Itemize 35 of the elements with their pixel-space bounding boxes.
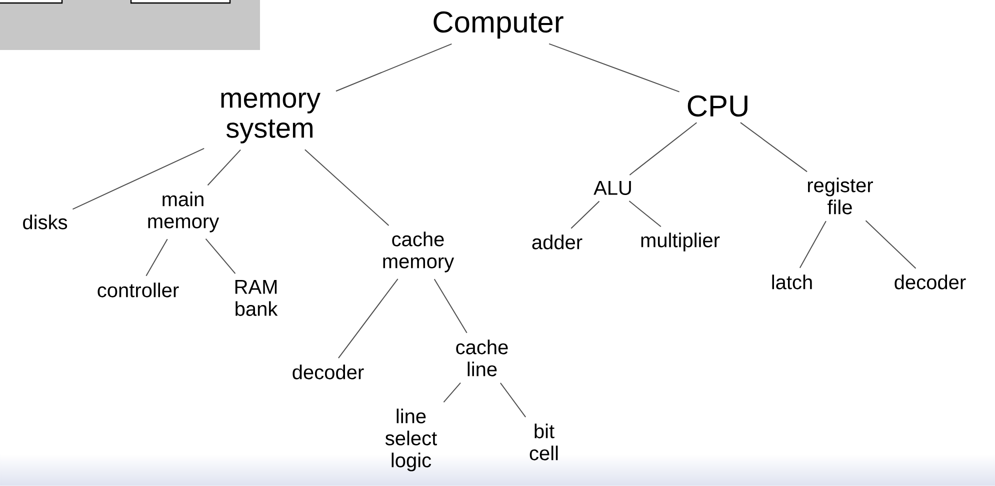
node-label: memory system [221, 92, 320, 144]
tree-line [865, 220, 916, 269]
tree-line [740, 122, 808, 172]
node-label: CPU [688, 95, 748, 117]
node-label: bit cell [530, 424, 558, 460]
tree-line [304, 149, 390, 226]
node-label: decoder [292, 364, 364, 380]
node-label: disks [23, 214, 68, 230]
tree-line [434, 278, 468, 334]
node-label: register file [808, 178, 873, 214]
node-label: main memory [148, 192, 220, 232]
node-label: adder [532, 234, 582, 250]
node-label: RAM bank [235, 280, 278, 316]
node-label: decoder [894, 274, 966, 290]
tree-line [548, 43, 680, 92]
tree-line [628, 200, 662, 228]
node-label: latch [772, 274, 812, 290]
tree-line [629, 122, 698, 176]
node-label: line select logic [385, 408, 437, 472]
tree-line [338, 278, 398, 359]
node-label: cache memory [383, 232, 454, 272]
tree-line [570, 200, 600, 229]
node-label: ALU [594, 181, 631, 195]
node-label: controller [98, 282, 179, 298]
node-label: multiplier [641, 232, 720, 252]
tree-line [146, 238, 168, 276]
node-label: cache line [456, 340, 508, 376]
tree-line [207, 149, 242, 186]
tree-line [72, 148, 205, 210]
tree-line [443, 382, 462, 403]
node-label: Computer [434, 11, 564, 39]
tree-line [799, 220, 826, 268]
tree-line [335, 43, 452, 92]
tree-line [500, 382, 526, 418]
tree-line [205, 238, 236, 274]
